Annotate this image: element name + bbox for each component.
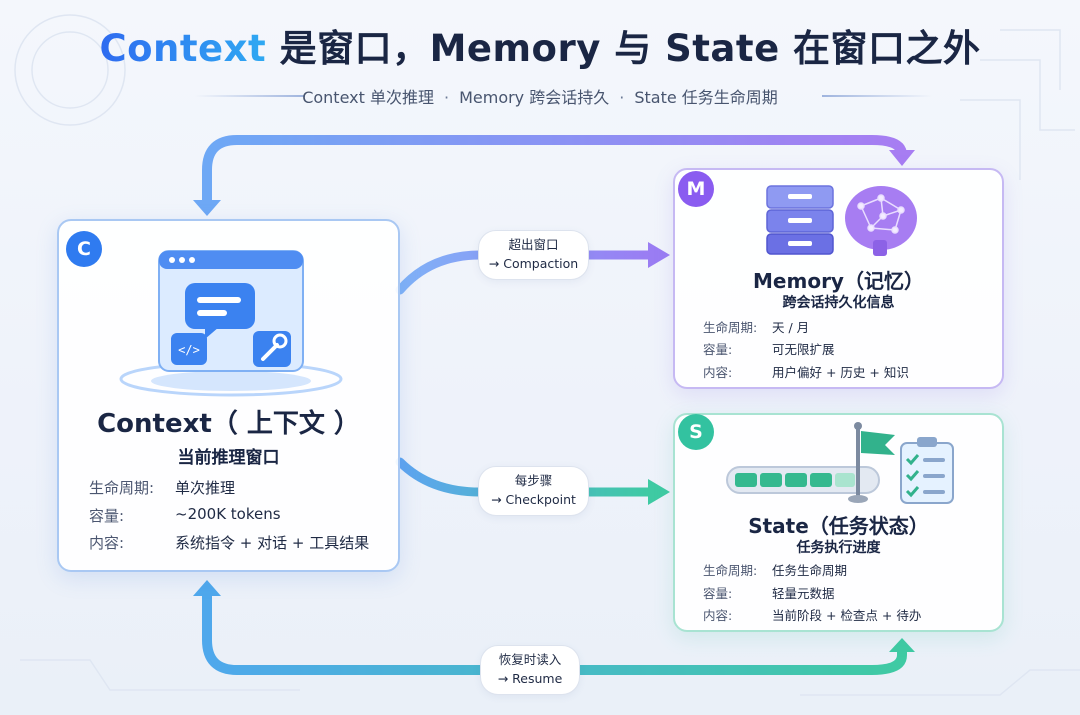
progress-bar-icon [726, 466, 880, 494]
title-rest: 是窗口，Memory 与 State 在窗口之外 [266, 27, 981, 70]
context-subtitle: 当前推理窗口 [177, 448, 280, 468]
state-card: S State（任务状态） 任务执行进度 生命周期: [673, 413, 1004, 632]
state-badge: S [678, 414, 714, 450]
state-subtitle: 任务执行进度 [796, 540, 881, 556]
subtitle-memory: Memory 跨会话持久 [459, 88, 610, 107]
subtitle-context: Context 单次推理 [302, 88, 434, 107]
memory-card: M Memory（记忆） 跨会话持久化信息 生命周期: 天 / 月 [673, 168, 1004, 389]
compaction-label-line1: 超出窗口 [508, 237, 559, 252]
state-title: State（任务状态） [748, 514, 929, 538]
compaction-arrowhead [648, 242, 670, 268]
brain-network-icon [845, 186, 917, 256]
circuit-decoration [14, 14, 1080, 696]
top-loop-arrowhead [889, 150, 915, 166]
top-loop-arrow [202, 135, 907, 210]
compaction-label: 超出窗口 → Compaction [478, 230, 589, 280]
subtitle-separator: · [443, 88, 450, 107]
context-title: Context（ 上下文 ） [97, 409, 360, 439]
checkpoint-label-line1: 每步骤 [514, 473, 553, 488]
resume-label-line2: → Resume [497, 671, 563, 686]
subtitle-separator: · [619, 88, 625, 107]
resume-label-line1: 恢复时读入 [498, 652, 562, 667]
title-context: Context [99, 27, 267, 70]
top-loop-arrowhead-left [193, 200, 221, 216]
memory-illustration [766, 185, 917, 256]
context-card: C </> Context（ 上下文 ） 当前推理窗口 生命周期: 单次推理 容… [57, 219, 400, 572]
checklist-icon [900, 437, 954, 504]
context-window-illustration: </> [119, 250, 343, 397]
memory-badge: M [678, 171, 714, 207]
compaction-label-line2: → Compaction [488, 256, 579, 271]
wrench-icon [253, 331, 291, 367]
subtitle: Context 单次推理 · Memory 跨会话持久 · State 任务生命周期 [0, 84, 1080, 108]
code-icon: </> [171, 333, 207, 365]
state-illustration [726, 422, 954, 504]
database-drawer-icon [766, 185, 834, 255]
subtitle-state: State 任务生命周期 [634, 88, 778, 107]
checkpoint-label-line2: → Checkpoint [491, 492, 576, 507]
bottom-loop-arrowhead-right [889, 638, 915, 652]
resume-label: 恢复时读入 → Resume [480, 645, 580, 695]
subtitle-line-left [195, 95, 305, 97]
bottom-loop-arrowhead-up [193, 580, 221, 596]
checkpoint-arrowhead [648, 479, 670, 505]
subtitle-line-right [822, 95, 932, 97]
svg-text:</>: </> [178, 343, 200, 357]
context-badge: C [66, 231, 102, 267]
page-title: Context 是窗口，Memory 与 State 在窗口之外 [0, 18, 1080, 72]
memory-subtitle: 跨会话持久化信息 [782, 295, 895, 311]
chat-bubble-icon [185, 283, 255, 339]
checkpoint-label: 每步骤 → Checkpoint [478, 466, 589, 516]
memory-title: Memory（记忆） [753, 269, 924, 293]
flag-icon [848, 422, 895, 503]
